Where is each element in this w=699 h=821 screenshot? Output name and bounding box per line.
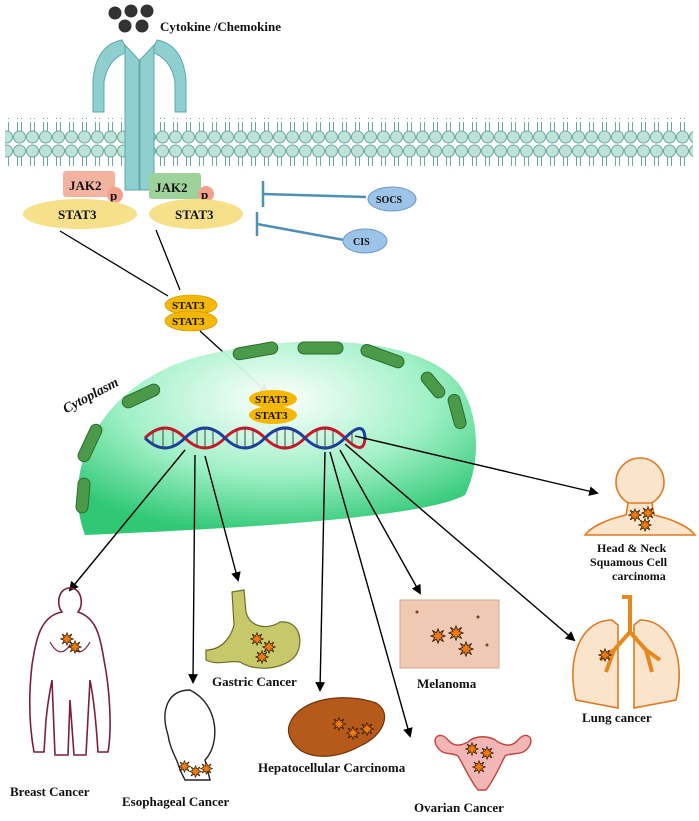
- target-arrows: [68, 435, 599, 738]
- jak2-right: [149, 173, 201, 199]
- svg-text:JAK2: JAK2: [69, 178, 102, 193]
- stat3-left: [23, 199, 137, 229]
- label-breast-cancer: Breast Cancer: [10, 784, 90, 799]
- label-esophageal-cancer: Esophageal Cancer: [122, 794, 229, 809]
- svg-text:STAT3: STAT3: [255, 394, 288, 406]
- phospho-left: [107, 187, 123, 203]
- ligand-molecules: [108, 4, 154, 33]
- cis-inhibition: CIS: [255, 212, 388, 254]
- nucleus: [75, 341, 477, 535]
- phospho-right: [198, 186, 214, 202]
- jak-stat-complex-left: JAK2 p STAT3: [23, 171, 137, 229]
- svg-text:STAT3: STAT3: [58, 207, 97, 222]
- dna-helix: [143, 426, 367, 450]
- label-ovarian-cancer: Ovarian Cancer: [414, 800, 504, 815]
- label-lung-cancer: Lung cancer: [582, 710, 652, 725]
- svg-text:SOCS: SOCS: [376, 195, 403, 206]
- label-head-neck-2: Squamous Cell: [590, 555, 668, 569]
- breast-cancer-figure: [29, 587, 111, 756]
- svg-text:CIS: CIS: [353, 237, 370, 248]
- label-head-neck-3: carcinoma: [612, 569, 666, 583]
- gastric-cancer-figure: [205, 589, 301, 669]
- svg-text:STAT3: STAT3: [172, 300, 205, 312]
- svg-text:JAK2: JAK2: [155, 180, 188, 195]
- socs-inhibition: SOCS: [261, 181, 417, 212]
- esophageal-cancer-figure: [164, 689, 216, 781]
- socs-protein: [367, 186, 417, 212]
- label-hepatocellular-carcinoma: Hepatocellular Carcinoma: [258, 760, 406, 775]
- svg-text:STAT3: STAT3: [255, 410, 288, 422]
- nuclear-stat3-dimer: STAT3 STAT3: [249, 390, 297, 424]
- cell-membrane: [5, 118, 693, 166]
- ovarian-cancer-figure: [434, 734, 532, 791]
- jak-stat-complex-right: JAK2 p STAT3: [149, 173, 243, 229]
- svg-text:p: p: [110, 188, 117, 203]
- svg-text:STAT3: STAT3: [175, 207, 214, 222]
- receptor: [92, 39, 187, 191]
- ligand-label: Cytokine /Chemokine: [160, 19, 281, 34]
- label-gastric-cancer: Gastric Cancer: [212, 674, 297, 689]
- liver-cancer-figure: [287, 697, 386, 757]
- lung-cancer-figure: [572, 595, 680, 709]
- jak2-left: [63, 171, 115, 197]
- head-neck-cancer-figure: [583, 457, 697, 536]
- svg-text:STAT3: STAT3: [172, 316, 205, 328]
- melanoma-figure: [399, 599, 500, 669]
- label-head-neck-1: Head & Neck: [597, 541, 667, 555]
- cis-protein: [342, 228, 388, 254]
- stat3-dimer: STAT3 STAT3: [164, 294, 218, 332]
- stat3-right: [149, 199, 243, 229]
- label-melanoma: Melanoma: [417, 676, 477, 691]
- svg-text:p: p: [201, 187, 208, 202]
